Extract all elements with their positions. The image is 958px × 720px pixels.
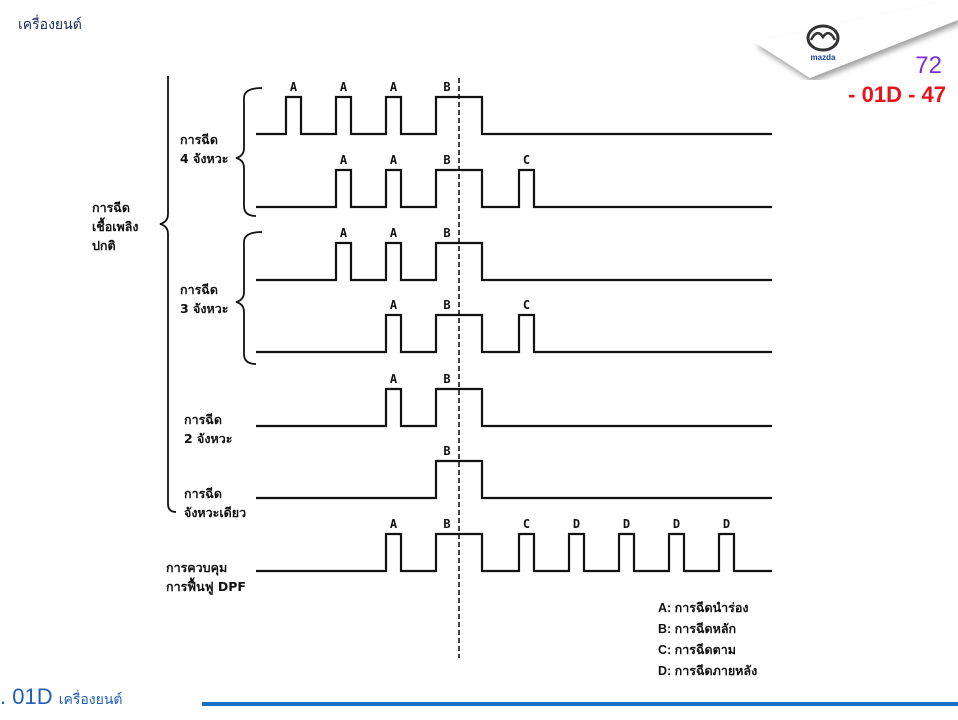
pulse-label-a: A [340, 153, 348, 167]
group-bracket [159, 76, 177, 513]
legend-item-d: D: การฉีดภายหลัง [658, 664, 758, 678]
pulse-label-b: B [443, 80, 450, 94]
brace-3-stroke [235, 231, 263, 365]
pulse-label-d: D [623, 517, 630, 531]
legend-item-a: A: การฉีดนำร่อง [658, 601, 749, 615]
pulse-label-b: B [443, 444, 450, 458]
pulse-label-b: B [443, 153, 450, 167]
injection-waveform [256, 95, 772, 136]
pulse-label-a: A [390, 298, 398, 312]
pulse-label-c: C [523, 298, 530, 312]
pulse-label-c: C [523, 153, 530, 167]
row-label-2-stroke: การฉีด 2 จังหวะ [184, 412, 233, 446]
svg-text:mazda: mazda [811, 53, 836, 62]
pulse-label-d: D [573, 517, 580, 531]
pulse-label-b: B [443, 517, 450, 531]
pulse-label-a: A [390, 517, 398, 531]
injection-waveform [256, 241, 772, 282]
injection-waveform [256, 387, 772, 428]
pulse-label-c: C [523, 517, 530, 531]
pulse-label-a: A [390, 226, 398, 240]
row-label-4-stroke: การฉีด 4 จังหวะ [180, 132, 229, 166]
pulse-label-a: A [290, 80, 298, 94]
brace-4-stroke [235, 87, 263, 217]
section-header-title: เครื่องยนต์ [18, 17, 82, 33]
row-label-single-stroke: การฉีด จังหวะเดียว [184, 486, 247, 520]
pulse-label-b: B [443, 226, 450, 240]
row-label-3-stroke: การฉีด 3 จังหวะ [180, 282, 229, 316]
page-number: 72 [915, 52, 942, 79]
legend-item-b: B: การฉีดหลัก [658, 622, 737, 636]
pulse-label-a: A [340, 226, 348, 240]
injection-waveform [256, 168, 772, 209]
footer-section-label: . 01D เครื่องยนต์ [0, 684, 123, 709]
injection-waveform [256, 532, 772, 573]
row-label-dpf-regeneration: การควบคุม การฟื้นฟู DPF [166, 560, 246, 594]
injection-waveform [256, 459, 772, 500]
group-label-normal-injection: การฉีด เชื้อเพลิง ปกติ [92, 200, 139, 253]
injection-waveform [256, 313, 772, 354]
pulse-label-d: D [673, 517, 680, 531]
mazda-logo-banner: mazda [754, 0, 958, 78]
pulse-label-d: D [723, 517, 730, 531]
pulse-label-b: B [443, 298, 450, 312]
footer-divider [202, 702, 958, 706]
pulse-label-a: A [390, 80, 398, 94]
legend-item-c: C: การฉีดตาม [658, 643, 736, 657]
pulse-label-a: A [390, 153, 398, 167]
mazda-logo-icon: mazda [806, 24, 840, 62]
pulse-label-b: B [443, 372, 450, 386]
pulse-label-a: A [390, 372, 398, 386]
pulse-label-a: A [340, 80, 348, 94]
page-code: - 01D - 47 [848, 82, 946, 107]
pulse-legend: A: การฉีดนำร่อง B: การฉีดหลัก C: การฉีดต… [658, 598, 757, 682]
